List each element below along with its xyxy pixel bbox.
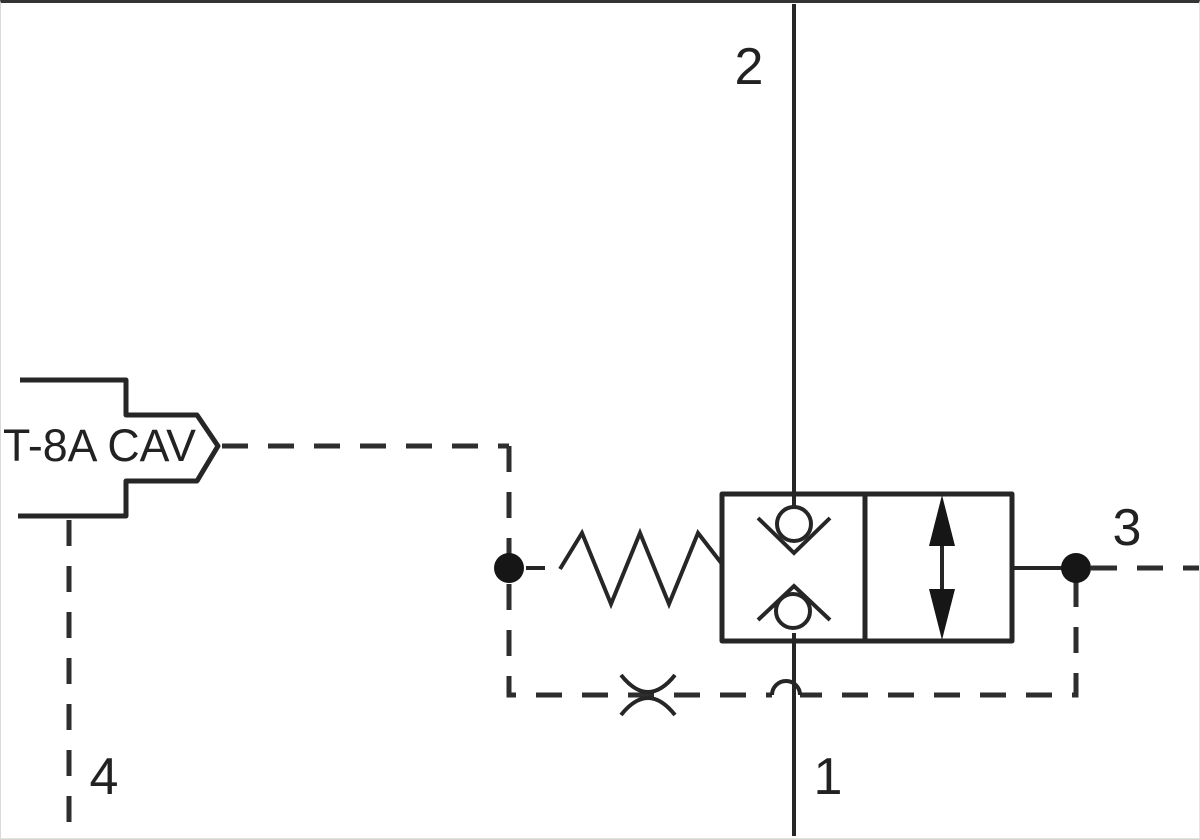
check-valve-top-ball — [775, 505, 813, 543]
orifice-bottom-arc — [619, 696, 677, 717]
port-label-1: 1 — [814, 748, 843, 806]
orifice-top-arc — [619, 673, 677, 694]
flow-arrow-head-down — [929, 589, 955, 640]
pilot-line-network — [66, 443, 1199, 829]
junction-dot-right — [1061, 553, 1091, 583]
junction-dot-left — [494, 553, 524, 583]
orifice-icon — [619, 673, 677, 717]
line-hop-arc — [770, 679, 802, 696]
pilot-line-right-vertical-and-bottom — [800, 581, 1079, 698]
valve-cell-left — [719, 491, 868, 644]
check-valve-top-seat — [756, 516, 832, 556]
cavity-label: T-8A CAV — [3, 420, 196, 471]
dual-check-valve-icon — [756, 505, 832, 630]
port-label-2: 2 — [735, 38, 764, 96]
spring-zigzag — [558, 527, 724, 610]
valve-body — [719, 491, 1015, 644]
cavity-outline — [18, 377, 221, 519]
flow-arrow-head-up — [929, 495, 955, 546]
bidirectional-flow-arrow-icon — [929, 495, 955, 640]
port-label-4: 4 — [90, 748, 119, 806]
pilot-line-left-vertical-and-bottom — [506, 446, 772, 698]
check-valve-bottom-ball — [774, 592, 812, 630]
spring-icon — [526, 527, 724, 610]
schematic-canvas: 2 3 1 4 T-8A CAV — [3, 4, 1199, 836]
port-label-3: 3 — [1113, 499, 1142, 557]
check-valve-bottom-seat — [756, 583, 832, 622]
